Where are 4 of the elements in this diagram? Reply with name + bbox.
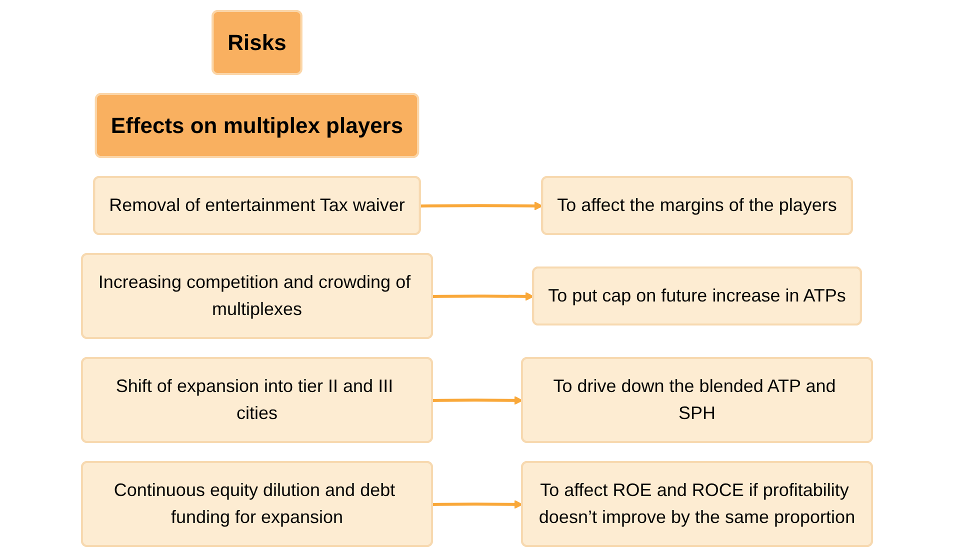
arrow [432, 292, 534, 300]
arrow [432, 500, 522, 508]
arrow [432, 396, 522, 404]
arrow [420, 201, 542, 210]
